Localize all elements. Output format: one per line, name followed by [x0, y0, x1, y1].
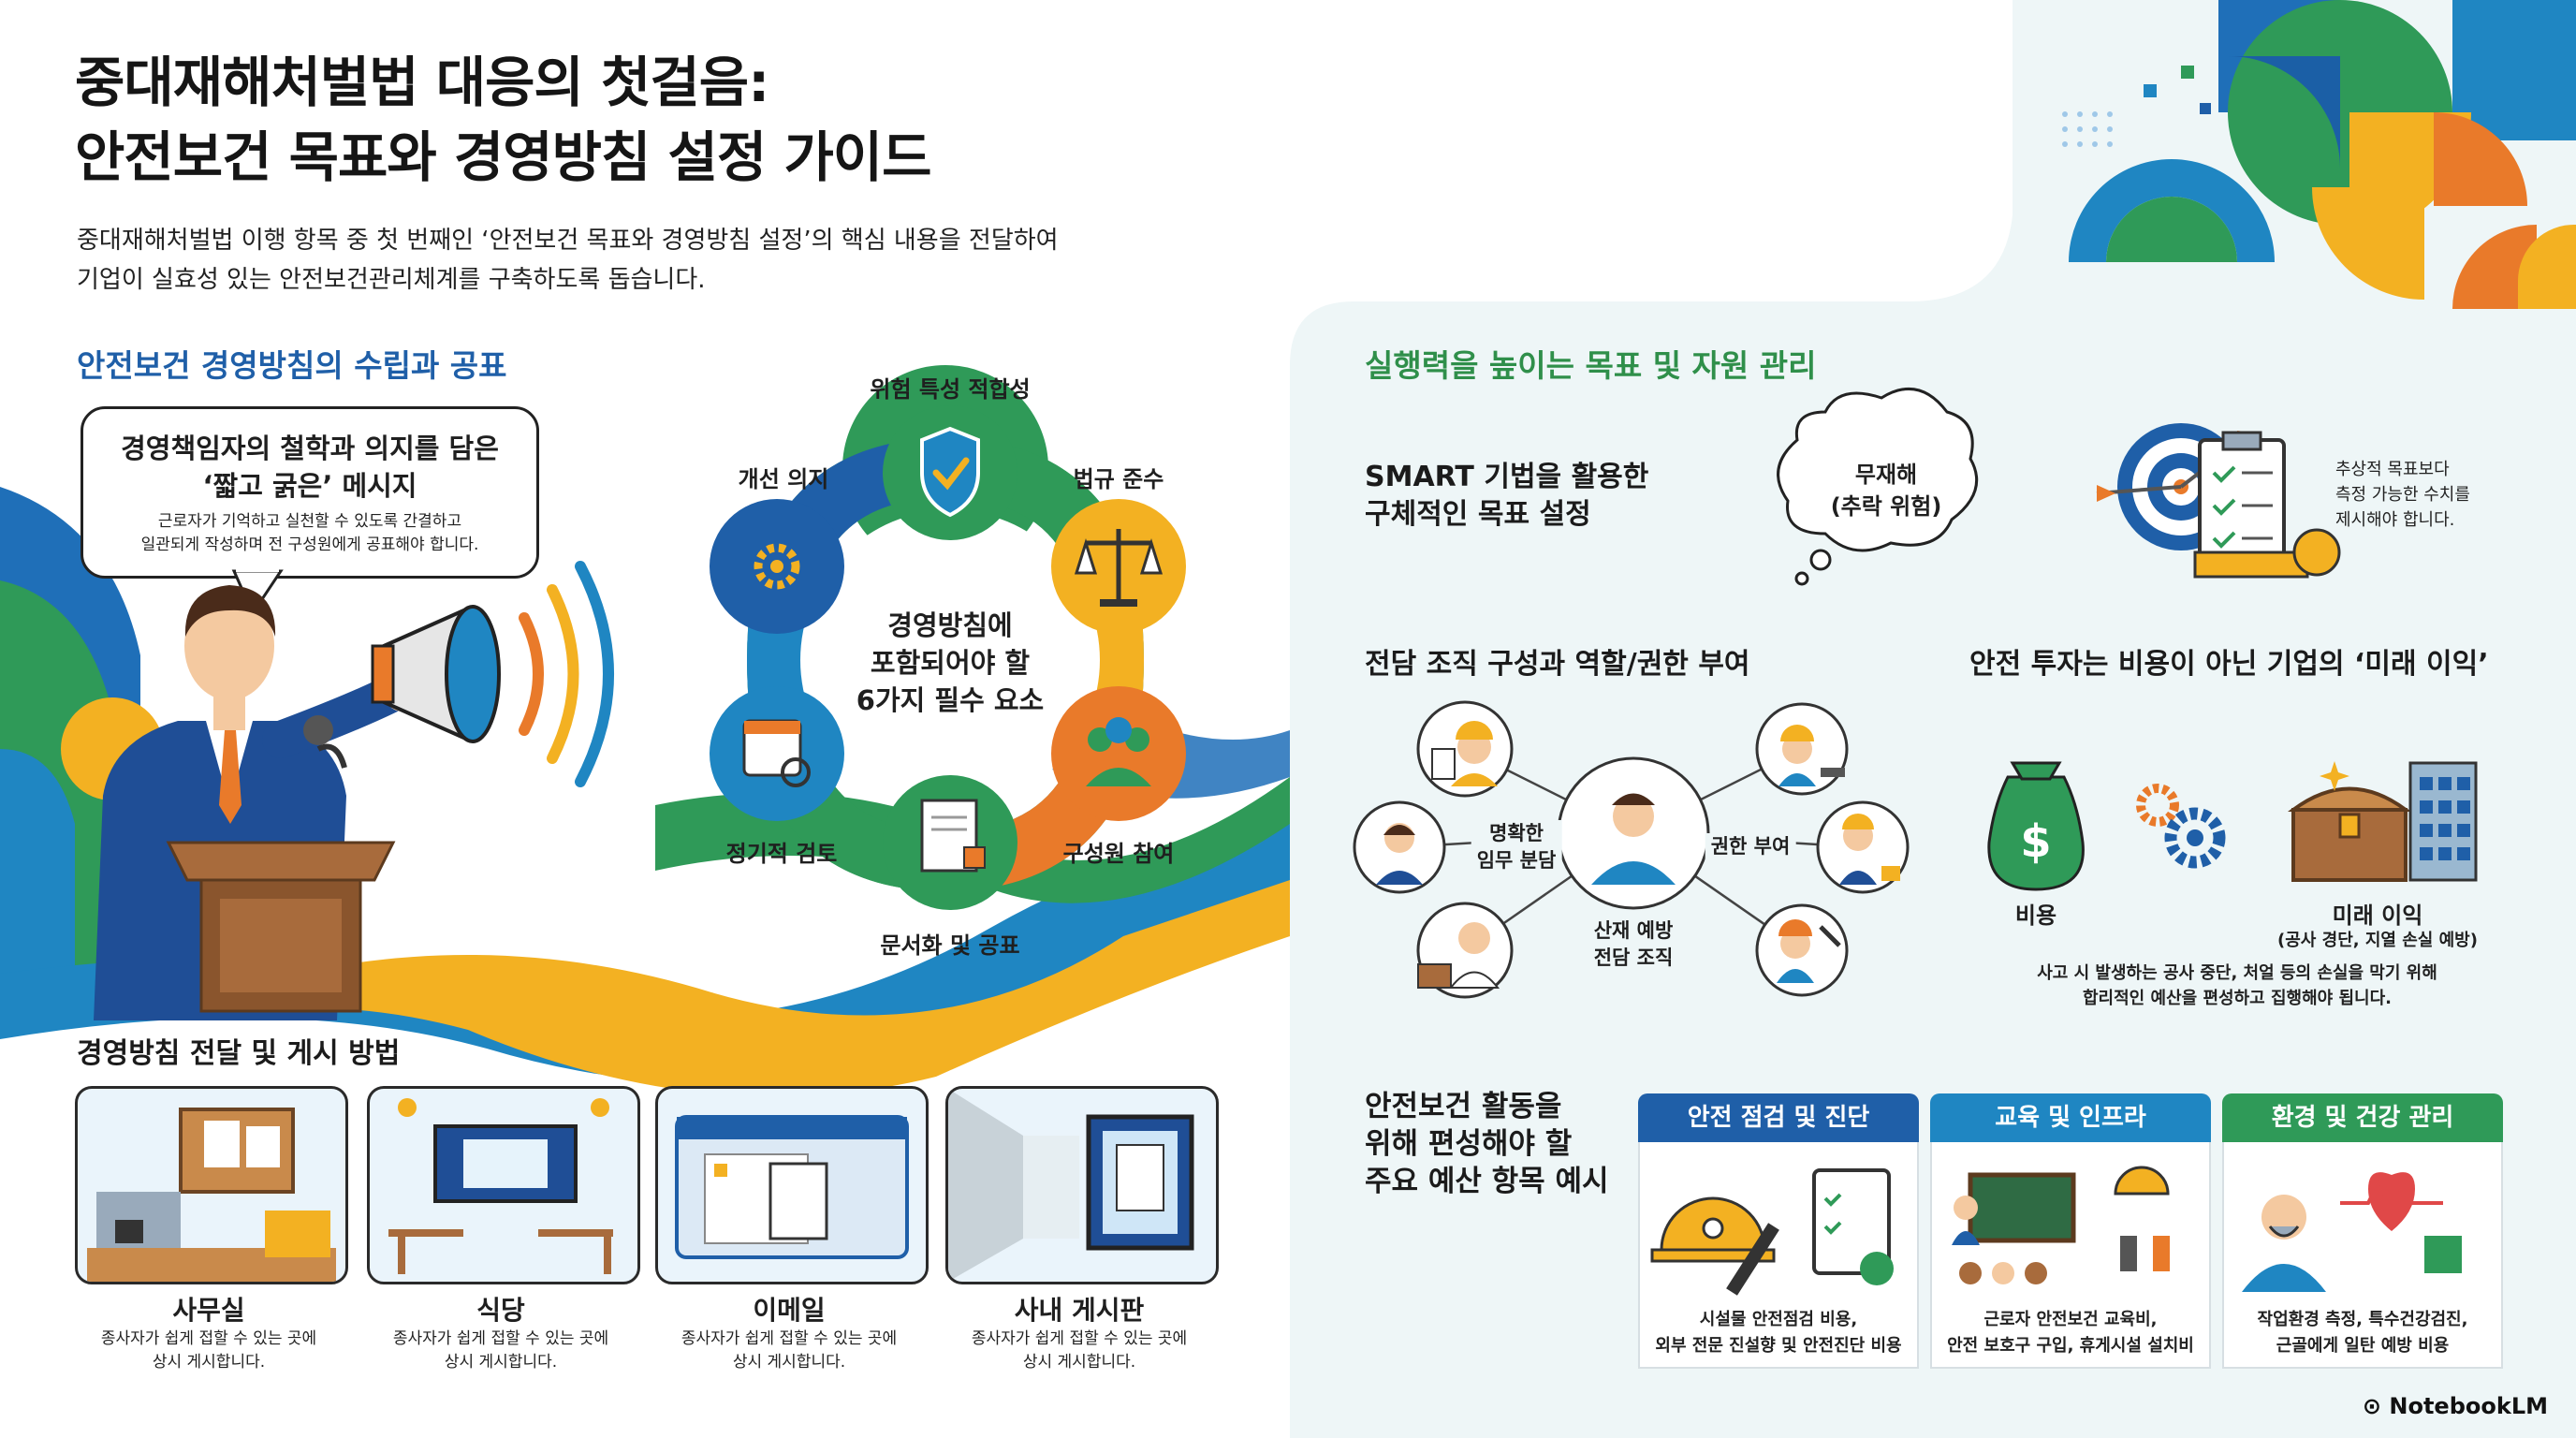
card-board-image [945, 1086, 1219, 1284]
health-icon [2242, 1172, 2462, 1292]
policy-section-title: 안전보건 경영방침의 수립과 공표 [77, 347, 507, 384]
card-office-image [75, 1086, 348, 1284]
title-line-2: 안전보건 목표와 경영방침 설정 가이드 [75, 125, 932, 189]
posting-section-title: 경영방침 전달 및 게시 방법 [77, 1037, 401, 1070]
intro-line-1: 중대재해처벌법 이행 항목 중 첫 번째인 ‘안전보건 목표와 경영방침 설정’… [77, 227, 1059, 255]
cost-label: 비용 [2014, 902, 2057, 929]
org-left-label: 명확한 임무 분담 [1471, 820, 1562, 874]
gears-icon [2136, 784, 2226, 869]
hardhat-flashlight-icon [1650, 1168, 1894, 1296]
podium-icon [166, 715, 396, 1013]
page-title: 중대재해처벌법 대응의 첫걸음: 안전보건 목표와 경영방침 설정 가이드 [75, 45, 932, 195]
worker-icon-top-left [1416, 700, 1514, 798]
card-email-name: 이메일 [753, 1295, 826, 1326]
budget-head-environment: 환경 및 건강 관리 [2222, 1093, 2503, 1142]
element-label-improvement: 개선 의지 [738, 466, 829, 492]
org-title: 전담 조직 구성과 역할/권한 부여 [1365, 648, 1750, 681]
budget-desc-education: 근로자 안전보건 교육비, 안전 보호구 구입, 휴게시설 설치비 [1947, 1310, 2194, 1356]
worker-icon-left [1353, 800, 1446, 894]
geometric-art [2062, 0, 2576, 309]
element-node-law [1051, 499, 1186, 634]
budget-head-education: 교육 및 인프라 [1930, 1093, 2211, 1142]
treasure-chest-icon [2287, 761, 2412, 882]
element-node-improvement [710, 499, 844, 634]
card-cafeteria-image [367, 1086, 640, 1284]
card-board-name: 사내 게시판 [1014, 1295, 1145, 1326]
card-email-image [655, 1086, 929, 1284]
investment-note: 사고 시 발생하는 공사 중단, 처얼 등의 손실을 막기 위해 합리적인 예산… [2037, 963, 2437, 1008]
budget-desc-environment: 작업환경 측정, 특수건강검진, 근골에게 일탄 예방 비용 [2257, 1310, 2468, 1356]
notebooklm-logo: ⊙ NotebookLM [2362, 1393, 2548, 1419]
worker-icon-bottom-right [1755, 903, 1849, 997]
building-icon [2408, 761, 2478, 882]
worker-icon-right [1816, 800, 1910, 894]
investment-title: 안전 투자는 비용이 아닌 기업의 ‘미래 이익’ [1969, 648, 2489, 681]
megaphone-icon [371, 561, 614, 787]
element-label-risk: 위험 특성 적합성 [870, 376, 1031, 403]
element-node-document [883, 775, 1017, 910]
card-cafeteria-name: 식당 [476, 1295, 525, 1326]
classroom-icon [1952, 1166, 2170, 1284]
logo-icon: ⊙ [2362, 1393, 2390, 1419]
element-label-law: 법규 준수 [1073, 466, 1164, 492]
checklist-icon [2193, 431, 2341, 579]
budget-title: 안전보건 활동을 위해 편성해야 할 주요 예산 항목 예시 [1365, 1090, 1609, 1198]
worker-icon-bottom-left [1416, 902, 1514, 999]
element-node-risk [883, 405, 1017, 540]
org-right-label: 권한 부여 [1705, 833, 1796, 860]
element-node-participation [1051, 686, 1186, 821]
element-node-review [710, 686, 844, 821]
worker-icon-top-right [1755, 702, 1849, 796]
cycle-center-text: 경영방침에 포함되어야 할 6가지 필수 요소 [856, 609, 1045, 716]
intro-line-2: 기업이 실효성 있는 안전보건관리체계를 구축하도록 돕습니다. [77, 266, 706, 294]
budget-desc-inspection: 시설물 안전점검 비용, 외부 전문 진설향 및 안전진단 비용 [1655, 1310, 1902, 1356]
title-line-1: 중대재해처벌법 대응의 첫걸음: [75, 51, 769, 114]
bubble-line-1: 경영책임자의 철학과 의지를 담은‘짧고 굵은’ 메시지 [121, 433, 499, 502]
intro-text: 중대재해처벌법 이행 항목 중 첫 번째인 ‘안전보건 목표와 경영방침 설정’… [77, 221, 1059, 300]
budget-head-inspection: 안전 점검 및 진단 [1638, 1093, 1919, 1142]
speech-bubble: 경영책임자의 철학과 의지를 담은‘짧고 굵은’ 메시지 근로자가 기억하고 실… [80, 406, 539, 579]
future-label: 미래 이익 [2332, 902, 2423, 929]
element-label-document: 문서화 및 공표 [880, 932, 1020, 959]
element-label-review: 정기적 검토 [725, 841, 838, 867]
smart-title: SMART 기법을 활용한 구체적인 목표 설정 [1365, 461, 1649, 531]
element-label-participation: 구성원 참여 [1062, 841, 1175, 867]
org-center-label: 산재 예방 전담 조직 [1593, 919, 1674, 969]
card-office-name: 사무실 [172, 1295, 245, 1326]
future-sublabel: (공사 경단, 지열 손실 예방) [2277, 931, 2478, 950]
smart-note: 추상적 목표보다 측정 가능한 수치를 제시해야 합니다. [2335, 460, 2470, 530]
money-bag-icon: $ [1987, 761, 2085, 891]
goals-section-title: 실행력을 높이는 목표 및 자원 관리 [1365, 347, 1817, 384]
thought-cloud [1777, 387, 1979, 586]
cloud-text: 무재해 (추락 위험) [1830, 462, 1942, 520]
svg-text:$: $ [2020, 815, 2051, 868]
central-team-icon [1557, 756, 1710, 910]
